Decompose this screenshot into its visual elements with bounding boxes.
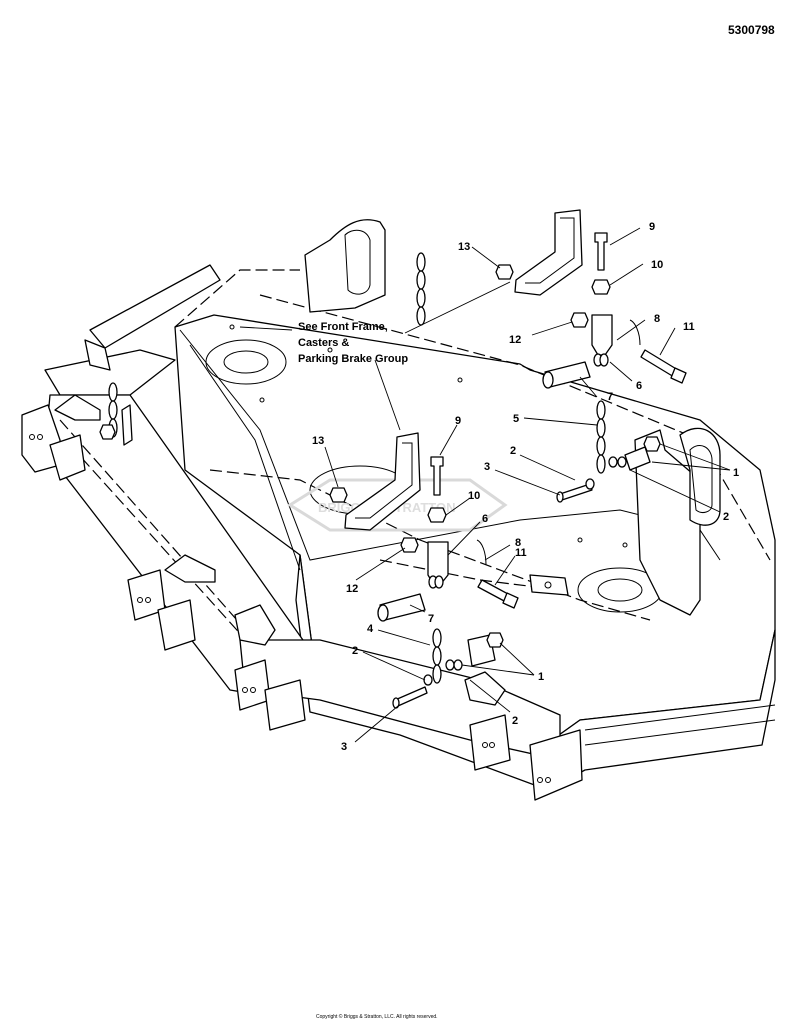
leader-lines bbox=[239, 227, 731, 743]
reference-note: See Front Frame, Casters & Parking Brake… bbox=[298, 321, 408, 365]
callout-10-front: 10 bbox=[468, 490, 480, 502]
callout-5: 5 bbox=[513, 413, 519, 425]
chain-4 bbox=[432, 628, 442, 684]
callout-13-rear: 13 bbox=[458, 241, 470, 253]
callout-1-rear: 1 bbox=[733, 467, 739, 479]
callout-12-front: 12 bbox=[346, 583, 358, 595]
callout-7-front: 7 bbox=[428, 613, 434, 625]
rear-hanger-assembly bbox=[304, 209, 687, 503]
callout-11-front: 11 bbox=[515, 547, 527, 559]
callout-2-front-a: 2 bbox=[352, 645, 358, 657]
callout-4: 4 bbox=[367, 623, 374, 635]
callout-1-front: 1 bbox=[538, 671, 544, 683]
callout-8-rear: 8 bbox=[654, 313, 660, 325]
callouts: 13 9 10 8 11 12 7 6 5 2 3 1 2 13 9 10 6 … bbox=[312, 221, 739, 753]
front-hanger-assembly bbox=[99, 382, 519, 709]
svg-text:Parking Brake Group: Parking Brake Group bbox=[298, 353, 408, 365]
callout-3-front: 3 bbox=[341, 741, 347, 753]
callout-9-front: 9 bbox=[455, 415, 461, 427]
callout-12-rear: 12 bbox=[509, 334, 521, 346]
front-frame bbox=[21, 264, 583, 801]
mower-deck bbox=[174, 269, 776, 791]
callout-8-front: 8 bbox=[515, 537, 521, 549]
figure-number: 5300798 bbox=[728, 23, 775, 37]
callout-9-rear: 9 bbox=[649, 221, 655, 233]
callout-6-front: 6 bbox=[482, 513, 488, 525]
callout-2-rear-b: 2 bbox=[723, 511, 729, 523]
rear-chain bbox=[416, 252, 426, 326]
callout-7-rear: 7 bbox=[607, 391, 613, 403]
callout-11-rear: 11 bbox=[683, 321, 695, 333]
callout-3-rear: 3 bbox=[484, 461, 490, 473]
callout-13-front: 13 bbox=[312, 435, 324, 447]
svg-text:See Front Frame,: See Front Frame, bbox=[298, 321, 388, 333]
callout-2-rear-a: 2 bbox=[510, 445, 516, 457]
chain-5 bbox=[596, 400, 606, 474]
callout-10-rear: 10 bbox=[651, 259, 663, 271]
svg-text:Casters &: Casters & bbox=[298, 337, 349, 349]
callout-2-front-b: 2 bbox=[512, 715, 518, 727]
copyright-notice: Copyright © Briggs & Stratton, LLC. All … bbox=[316, 1013, 438, 1020]
callout-6-rear: 6 bbox=[636, 380, 642, 392]
